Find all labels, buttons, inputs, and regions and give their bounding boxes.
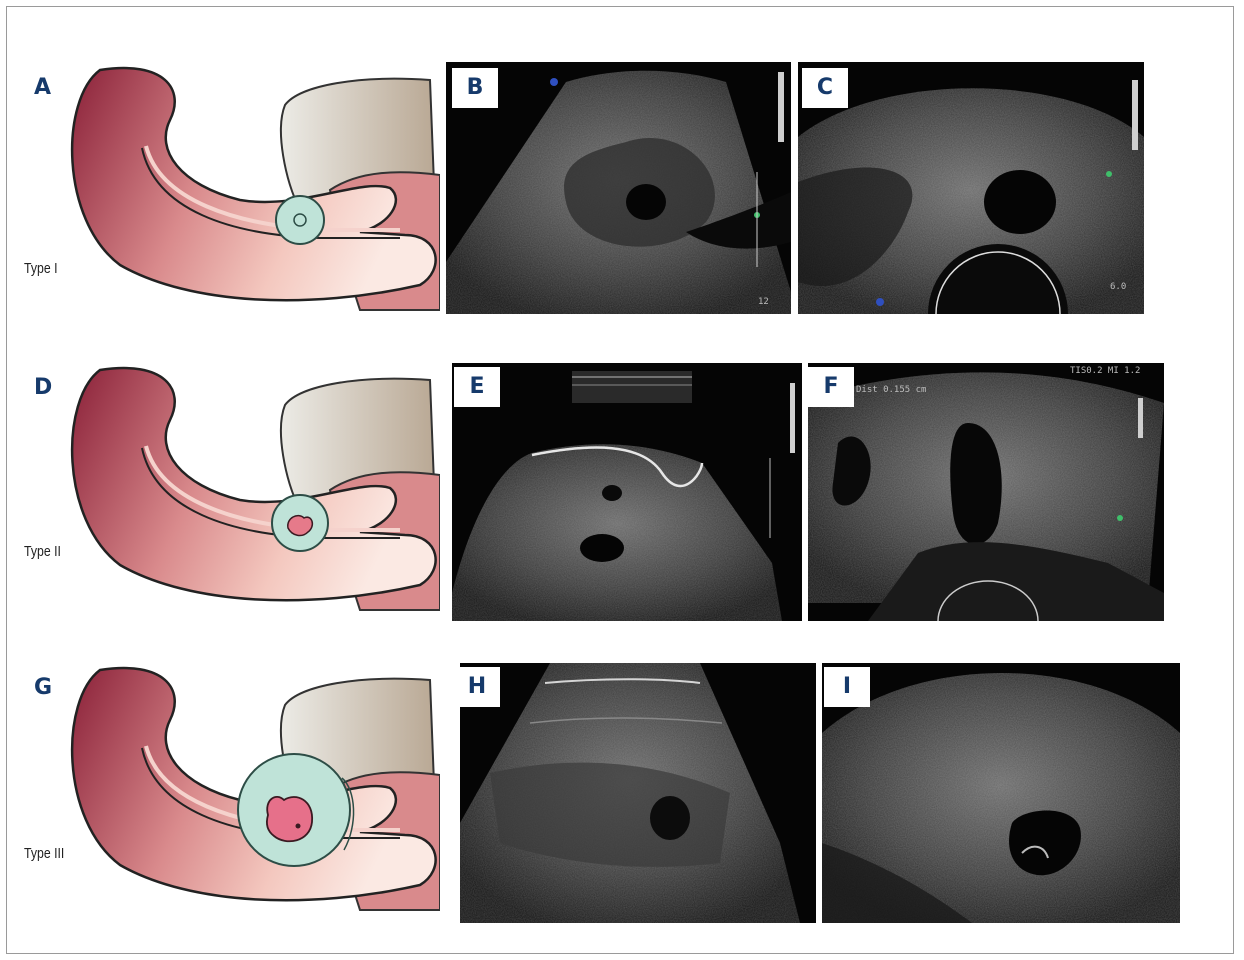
panel-label-a: A bbox=[34, 77, 51, 99]
panel-label-h: H bbox=[454, 667, 500, 707]
type-label-2: Type II bbox=[24, 543, 61, 560]
ultrasound-panel-i bbox=[822, 663, 1180, 923]
ultrasound-panel-e bbox=[452, 363, 802, 621]
panel-label-g: G bbox=[34, 677, 52, 699]
depth-value: 12 bbox=[758, 297, 769, 307]
depth-value: 6.0 bbox=[1110, 282, 1126, 292]
distance-readout: Dist 0.155 cm bbox=[856, 385, 926, 395]
panel-label-e: E bbox=[454, 367, 500, 407]
type-label-3: Type III bbox=[24, 845, 64, 862]
thermal-index-readout: TIS0.2 MI 1.2 bbox=[1070, 366, 1140, 376]
illustration-type-1 bbox=[60, 60, 440, 315]
panel-label-i: I bbox=[824, 667, 870, 707]
ultrasound-panel-f: Dist 0.155 cm TIS0.2 MI 1.2 bbox=[808, 363, 1164, 621]
panel-label-f: F bbox=[808, 367, 854, 407]
illustration-type-2 bbox=[60, 360, 440, 615]
panel-label-b: B bbox=[452, 68, 498, 108]
ultrasound-panel-h bbox=[460, 663, 816, 923]
ultrasound-panel-c: 6.0 bbox=[798, 62, 1144, 314]
illustration-type-3 bbox=[60, 660, 440, 915]
panel-label-c: C bbox=[802, 68, 848, 108]
panel-label-d: D bbox=[34, 377, 52, 399]
type-label-1: Type I bbox=[24, 260, 58, 277]
